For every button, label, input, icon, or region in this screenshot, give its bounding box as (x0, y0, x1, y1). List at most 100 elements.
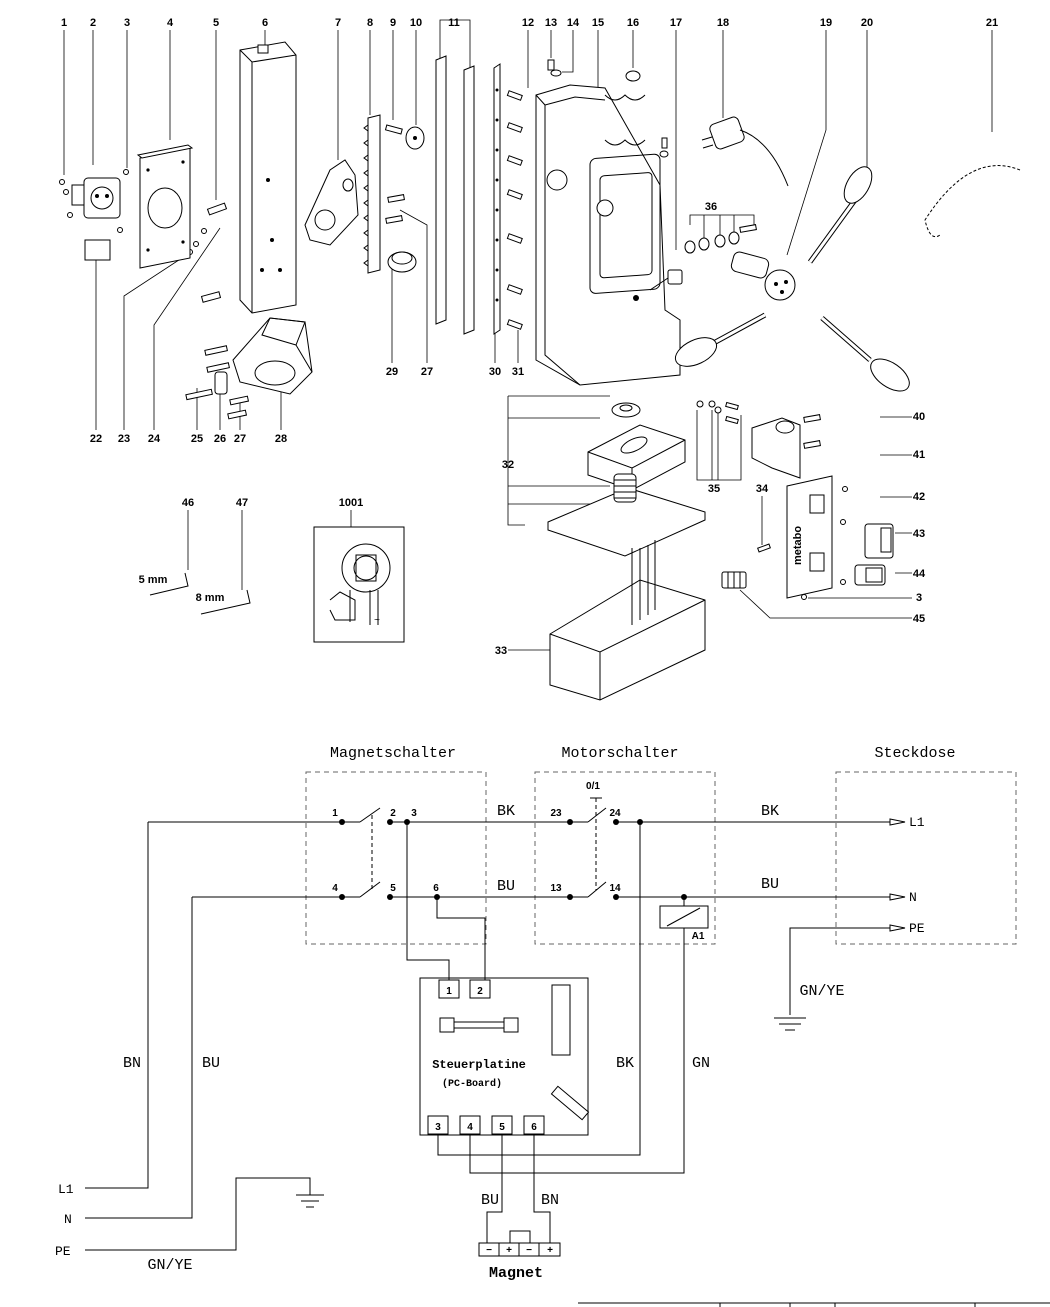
magnet-pole: + (506, 1245, 512, 1256)
allen-keys (149, 572, 251, 615)
terminal-block (721, 571, 747, 589)
input-label: PE (55, 1244, 71, 1259)
magnet-pole: − (486, 1245, 492, 1256)
exploded-view: 1 2 3 4 5 6 7 8 9 10 11 12 13 14 15 16 1… (59, 17, 1021, 701)
nut-set (684, 214, 757, 254)
gear-rack (363, 114, 381, 274)
part-number: 21 (986, 17, 998, 29)
part-number-labels: 1 2 3 4 5 6 7 8 9 10 11 12 13 14 15 16 1… (61, 17, 998, 657)
cap-screw (625, 70, 641, 82)
part-number: 44 (913, 568, 926, 580)
motor-switch-pin-labels: 23 24 13 14 0/1 (550, 781, 621, 894)
motor-switch-box (534, 771, 716, 945)
part-number: 45 (913, 613, 925, 625)
motor-switch-contacts (498, 797, 890, 898)
board-terminal: 6 (531, 1122, 537, 1133)
part-number: 40 (913, 411, 925, 423)
screw (384, 124, 403, 135)
part-number: 27 (421, 366, 433, 378)
mounting-plate (136, 144, 194, 269)
magnet-pole: − (526, 1245, 532, 1256)
bolt (206, 202, 228, 216)
plug-part (387, 251, 417, 273)
screw (757, 543, 771, 553)
part-number: 12 (522, 17, 534, 29)
rocker-switches (854, 523, 894, 586)
part-number: 46 (182, 497, 194, 509)
input-label: L1 (58, 1182, 74, 1197)
socket-box (835, 771, 1017, 945)
part-number: 7 (335, 17, 341, 29)
part-number: 33 (495, 645, 507, 657)
washer (550, 69, 562, 77)
part-number: 14 (567, 17, 580, 29)
part-number: 3 (124, 17, 130, 29)
wire-label: BU (202, 1055, 220, 1072)
output-arrows (789, 818, 906, 1015)
part-number: 36 (705, 201, 717, 213)
column-part (239, 41, 297, 314)
board-subtitle: (PC-Board) (442, 1078, 502, 1090)
part-number: 2 (90, 17, 96, 29)
brand-logo: metabo (792, 526, 804, 565)
part-number: 1001 (339, 497, 363, 509)
terminals (696, 400, 739, 425)
section-title-steckdose: Steckdose (874, 745, 955, 762)
contact-label: 5 (390, 883, 396, 894)
board-wiring (85, 822, 685, 1251)
magnet-pole: + (547, 1245, 553, 1256)
washer (659, 150, 669, 158)
output-label: N (909, 890, 917, 905)
part-number: 4 (167, 17, 174, 29)
label-plate (84, 239, 111, 261)
magnet-label: Magnet (489, 1265, 543, 1282)
contact-label: 2 (390, 808, 396, 819)
part-number: 15 (592, 17, 604, 29)
svg-text:~: ~ (374, 616, 380, 627)
bolts (185, 345, 250, 420)
magnet-switch-pin-labels: 1 2 3 4 5 6 (332, 808, 439, 894)
part-number: 8 (367, 17, 373, 29)
bolt (200, 291, 222, 303)
part-number: 5 (213, 17, 219, 29)
screw (547, 59, 555, 71)
part-number: 20 (861, 17, 873, 29)
detail-box-1001: ~ (313, 526, 405, 643)
part-number: 16 (627, 17, 639, 29)
part-number: 17 (670, 17, 682, 29)
part-number: 13 (545, 17, 557, 29)
contact-label: 14 (609, 883, 621, 894)
input-label: N (64, 1212, 72, 1227)
wire-label: BN (123, 1055, 141, 1072)
wrench-size-label: 5 mm (139, 574, 168, 586)
feed-hub (730, 251, 796, 301)
part-number: 29 (386, 366, 398, 378)
part-number: 19 (820, 17, 832, 29)
screw (661, 137, 668, 149)
contact-label: 13 (550, 883, 562, 894)
part-number: 26 (214, 433, 226, 445)
magnet-terminals: − + − + Magnet (478, 1230, 561, 1282)
wire-label: BU (761, 876, 779, 893)
part-number: 31 (512, 366, 524, 378)
wire-label: GN/YE (147, 1257, 192, 1274)
power-plug-cable (701, 116, 789, 187)
part-number: 24 (148, 433, 161, 445)
board-terminal: 1 (446, 986, 452, 997)
set-screws (506, 90, 523, 330)
part-number: 27 (234, 433, 246, 445)
magnet-base (549, 540, 706, 701)
base-bracket (232, 317, 313, 395)
wiring-schematic: Magnetschalter Motorschalter Steckdose 1… (55, 745, 1050, 1307)
wire-label: BN (541, 1192, 559, 1209)
rack-bracket (304, 159, 359, 246)
board-terminal: 3 (435, 1122, 441, 1133)
part-number: 35 (708, 483, 720, 495)
screw (385, 215, 403, 224)
part-number: 25 (191, 433, 203, 445)
contact-label: 24 (609, 808, 621, 819)
part-number: 30 (489, 366, 501, 378)
spindle-slide-assembly (547, 402, 706, 557)
switch-plate: metabo (786, 475, 848, 600)
part-number: 34 (756, 483, 769, 495)
